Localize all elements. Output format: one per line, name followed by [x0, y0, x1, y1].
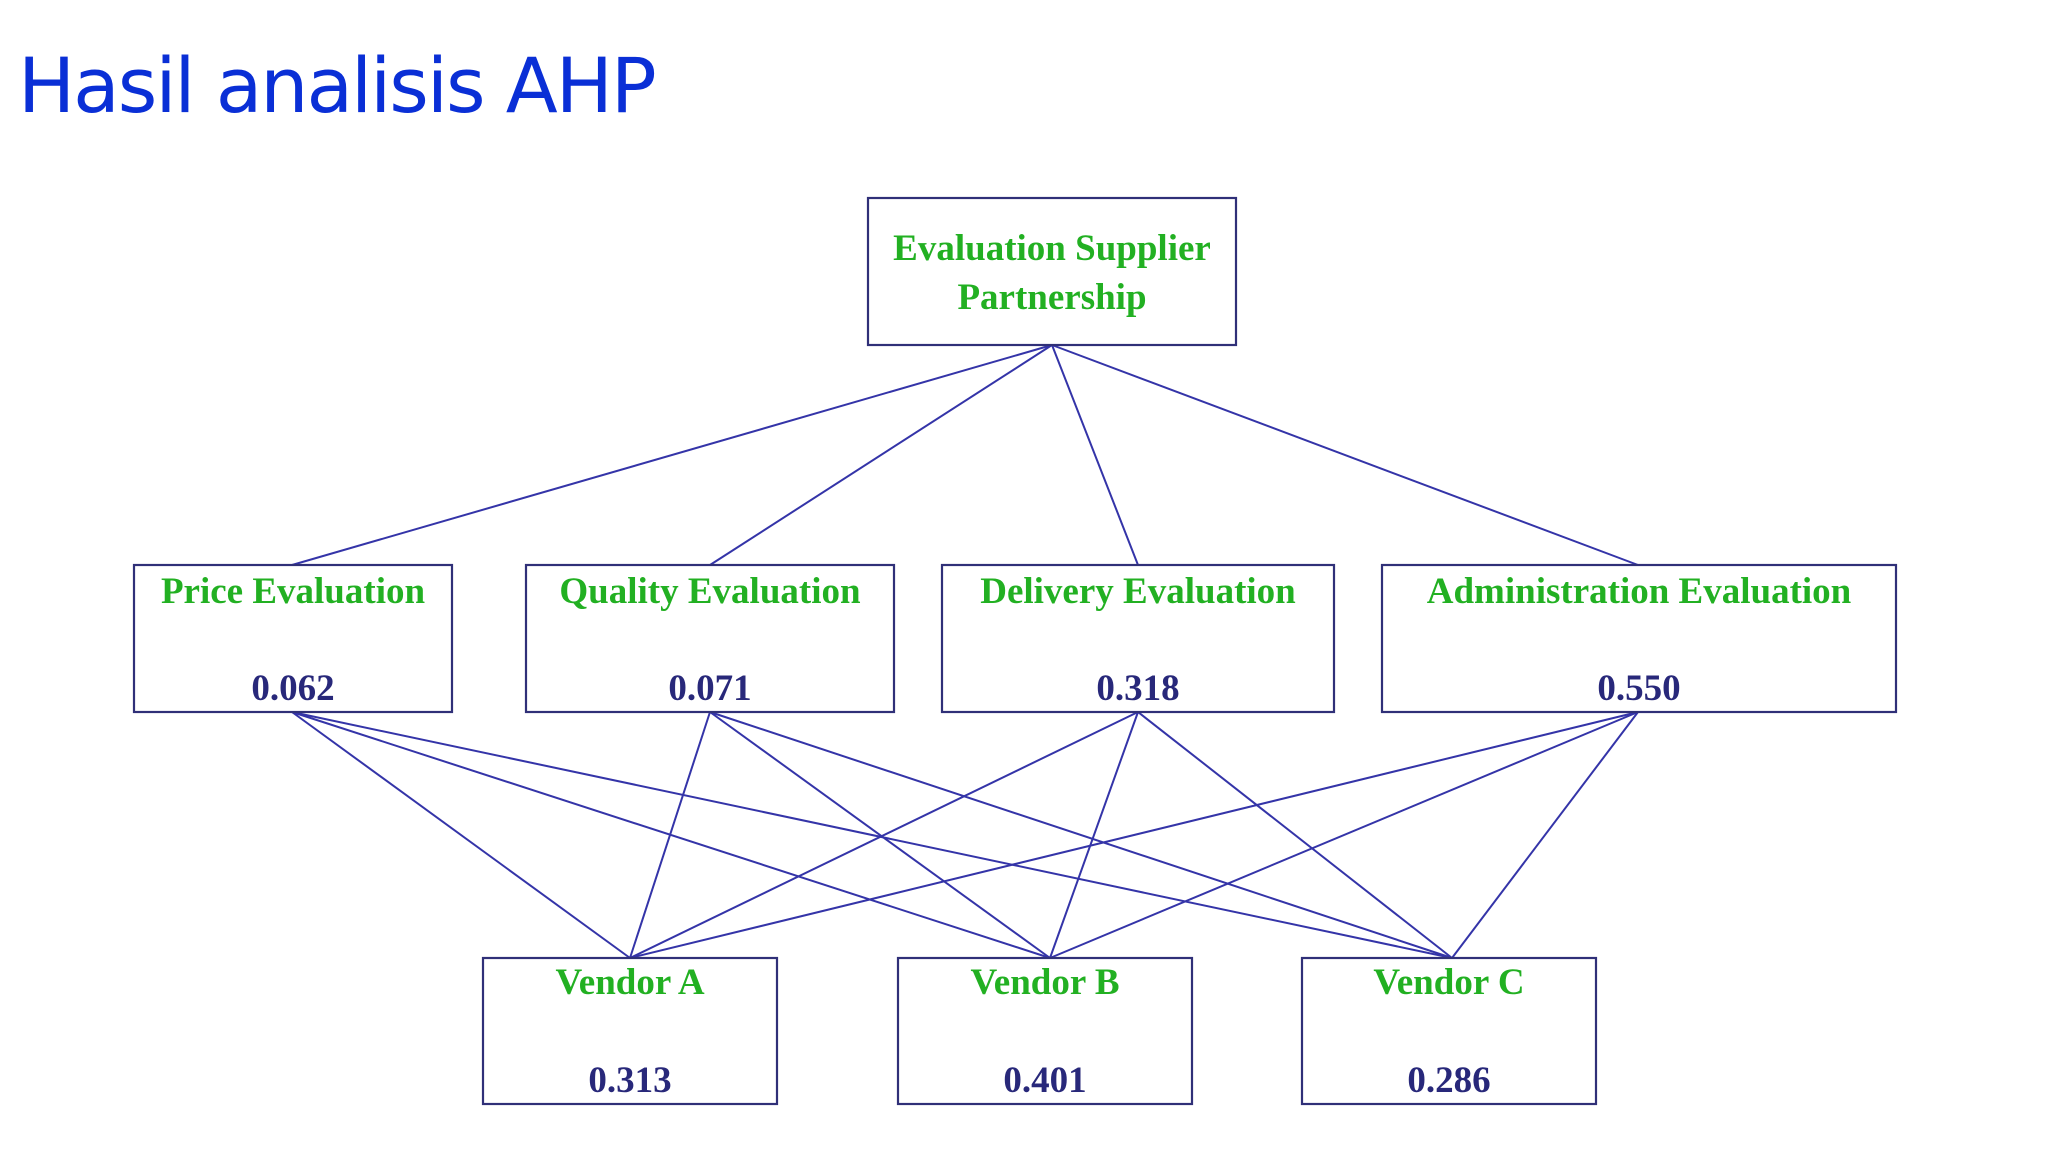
edge-criterion-3-to-alternative-1 — [629, 711, 1139, 959]
edge-criterion-3-to-alternative-2 — [1049, 711, 1139, 959]
edge-criterion-4-to-alternative-1 — [629, 711, 1639, 959]
edge-criterion-2-to-alternative-3 — [709, 711, 1453, 959]
criterion-node-3-label: Delivery Evaluation — [980, 571, 1296, 612]
alternative-node-3-label: Vendor C — [1373, 962, 1524, 1003]
edge-goal-to-criterion-2 — [709, 344, 1053, 566]
criterion-node-1: Price Evaluation 0.062 — [132, 563, 454, 714]
criterion-node-3: Delivery Evaluation 0.318 — [940, 563, 1336, 714]
criterion-node-4-box — [1380, 563, 1898, 714]
criterion-node-4: Administration Evaluation 0.550 — [1380, 563, 1898, 714]
criterion-node-1-weight: 0.062 — [251, 668, 334, 709]
goal-node-label-line-2: Partnership — [957, 277, 1146, 318]
goal-node-label-line-1: Evaluation Supplier — [893, 228, 1211, 269]
alternative-node-1-weight: 0.313 — [588, 1060, 671, 1101]
criterion-node-4-weight: 0.550 — [1597, 668, 1680, 709]
edge-criterion-1-to-alternative-3 — [291, 711, 1453, 959]
alternative-node-1-box — [481, 956, 779, 1106]
alternative-node-3-box — [1300, 956, 1598, 1106]
edge-criterion-3-to-alternative-3 — [1137, 711, 1453, 959]
criterion-node-3-box — [940, 563, 1336, 714]
edge-criterion-4-to-alternative-2 — [1049, 711, 1639, 959]
edge-goal-to-criterion-4 — [1051, 344, 1639, 566]
criterion-node-2-weight: 0.071 — [668, 668, 751, 709]
edge-criterion-2-to-alternative-1 — [629, 711, 711, 959]
alternative-node-3: Vendor C 0.286 — [1300, 956, 1598, 1106]
edge-goal-to-criterion-1 — [291, 344, 1053, 566]
criterion-node-1-label: Price Evaluation — [161, 571, 426, 612]
goal-node-box — [866, 196, 1238, 347]
hierarchy-connectors — [291, 344, 1639, 959]
alternative-node-2-box — [896, 956, 1194, 1106]
edge-criterion-2-to-alternative-2 — [709, 711, 1051, 959]
alternative-node-2-label: Vendor B — [970, 962, 1119, 1003]
edge-goal-to-criterion-3 — [1051, 344, 1139, 566]
alternative-node-2-weight: 0.401 — [1003, 1060, 1086, 1101]
criterion-node-4-label: Administration Evaluation — [1427, 571, 1852, 612]
criterion-node-2-box — [524, 563, 896, 714]
criterion-node-2: Quality Evaluation 0.071 — [524, 563, 896, 714]
alternative-node-3-weight: 0.286 — [1407, 1060, 1490, 1101]
alternative-node-2: Vendor B 0.401 — [896, 956, 1194, 1106]
page-title: Hasil analisis AHP — [18, 41, 657, 130]
edge-criterion-4-to-alternative-3 — [1451, 711, 1639, 959]
criterion-node-2-label: Quality Evaluation — [559, 571, 861, 612]
criterion-node-1-box — [132, 563, 454, 714]
alternative-node-1: Vendor A 0.313 — [481, 956, 779, 1106]
alternative-node-1-label: Vendor A — [555, 962, 704, 1003]
edge-criterion-1-to-alternative-1 — [291, 711, 631, 959]
criterion-node-3-weight: 0.318 — [1096, 668, 1179, 709]
